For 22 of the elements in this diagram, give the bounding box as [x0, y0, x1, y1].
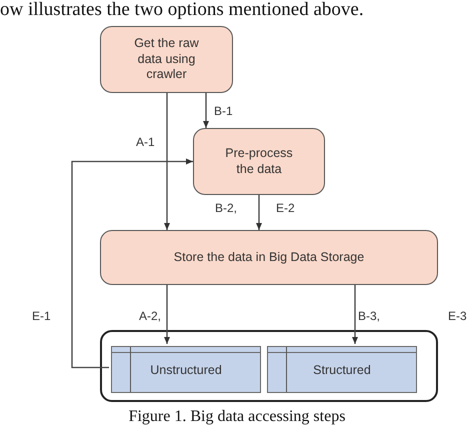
step-code: E-2 [276, 201, 295, 215]
arrow [164, 285, 170, 344]
arrow [164, 93, 170, 230]
arrow [203, 93, 209, 128]
data-table: Unstructured [111, 346, 261, 393]
step-code: E-1 [32, 309, 51, 323]
process-box: Get the raw data using crawler [100, 26, 233, 93]
edge-label: A-2, [139, 309, 162, 323]
figure-caption: Figure 1. Big data accessing steps [128, 408, 346, 426]
body-text: ow illustrates the two options mentioned above. [0, 0, 364, 20]
process-box: Store the data in Big Data Storage [100, 230, 438, 285]
data-table: Structured [267, 346, 417, 393]
edge-label: A-1 [136, 135, 155, 149]
storage-container [100, 330, 438, 402]
process-box: Pre-process the data [193, 128, 325, 195]
step-code: E-3 [448, 309, 467, 323]
edge-label: B-2, [215, 201, 238, 215]
arrow [256, 195, 262, 230]
edge-label: B-1 [214, 104, 233, 118]
edge-label: B-3, [358, 309, 380, 323]
arrow [352, 285, 358, 344]
arrow [71, 158, 193, 368]
